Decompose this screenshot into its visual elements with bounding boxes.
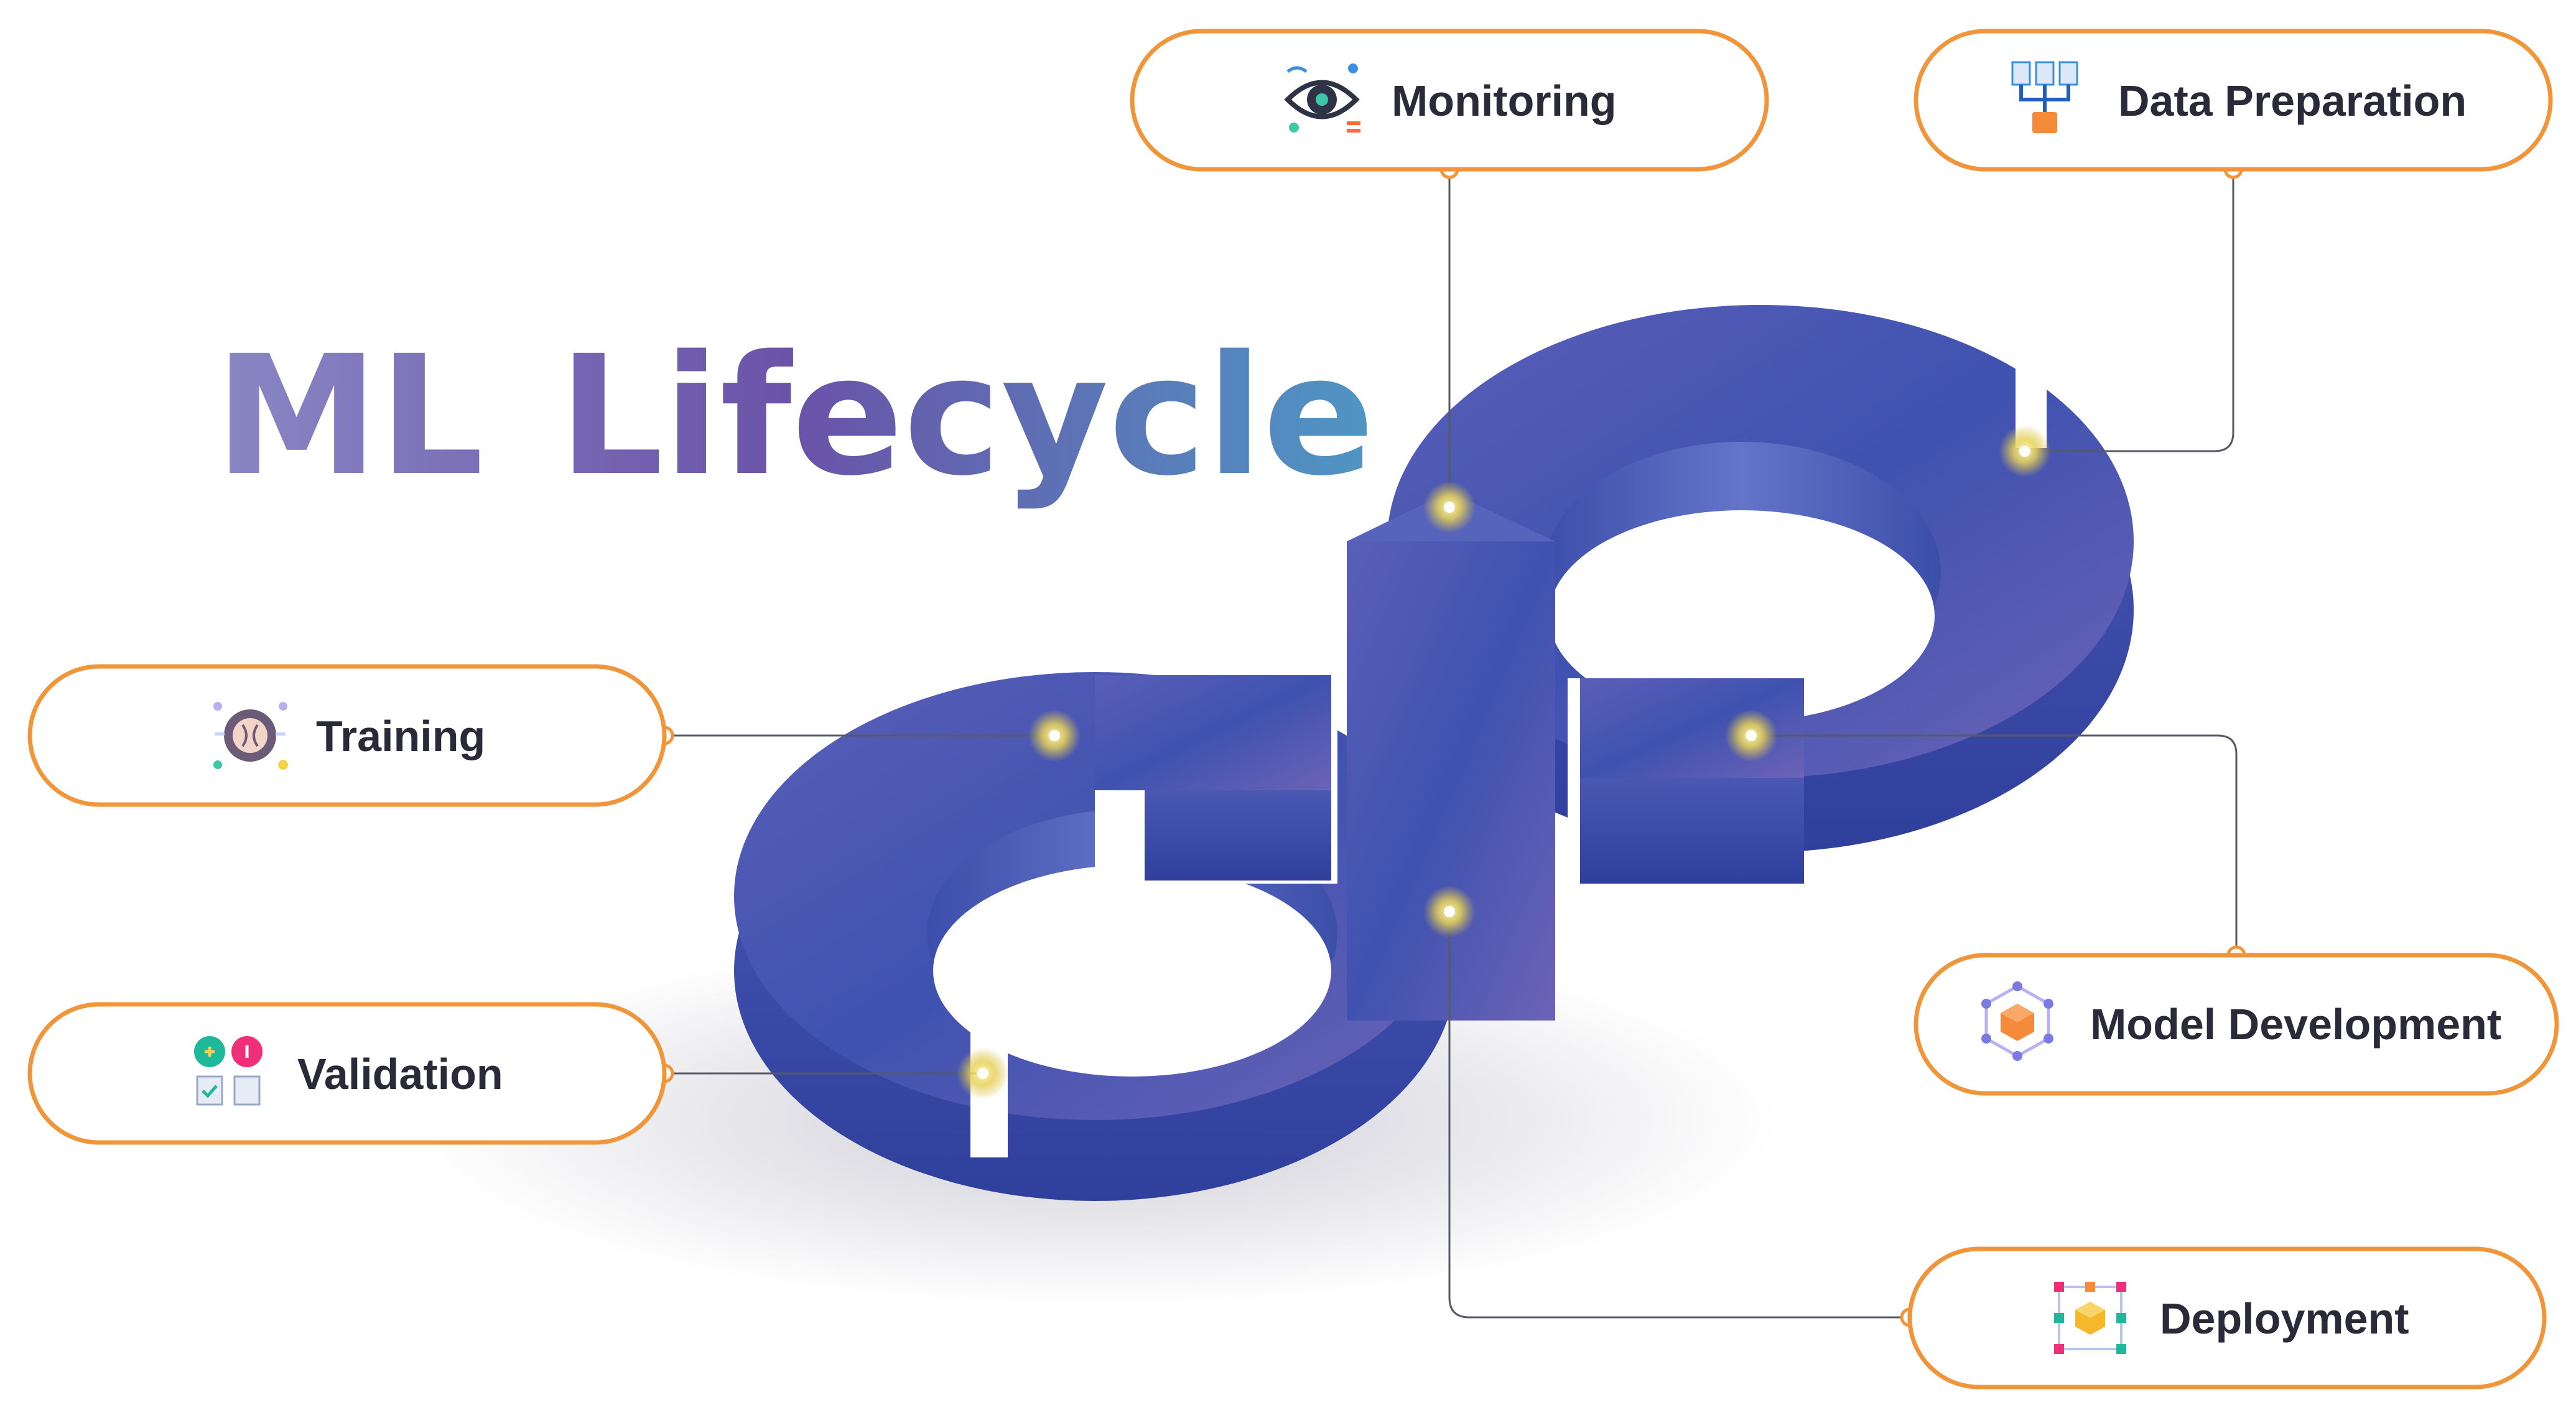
glow-core-data-preparation <box>2019 446 2030 457</box>
stage-label-training: Training <box>316 712 485 760</box>
stage-training: Training <box>27 664 667 807</box>
cube-grid-icon <box>2054 1282 2126 1354</box>
pill-training <box>27 664 667 807</box>
title-part-ml: ML <box>215 320 484 512</box>
stage-data-preparation: Data Preparation <box>1913 29 2553 172</box>
pill-deployment <box>1907 1246 2547 1390</box>
left-arrow-side <box>1145 790 1331 881</box>
infinity-loop-graphic <box>411 305 2134 1307</box>
right-loop-hole <box>1549 510 1935 722</box>
data-flow-icon <box>2011 61 2078 133</box>
glow-core-validation <box>977 1068 988 1079</box>
eye-icon <box>1284 63 1360 133</box>
left-loop-hole <box>933 865 1331 1077</box>
left-arrow-top <box>1095 675 1331 790</box>
loop-glow-points <box>957 425 2051 1100</box>
connector-deployment <box>1448 912 1910 1319</box>
diagram-title: ML Lifecycle <box>215 320 1375 512</box>
stage-label-monitoring: Monitoring <box>1392 77 1617 125</box>
stage-label-model-development: Model Development <box>2090 1000 2501 1049</box>
pill-validation <box>27 1002 667 1145</box>
glow-core-deployment <box>1444 906 1455 917</box>
stage-model-development: Model Development <box>1913 953 2559 1096</box>
title-part-lifecycle: Lifecycle <box>559 320 1375 512</box>
stage-label-deployment: Deployment <box>2160 1294 2409 1343</box>
glow-core-training <box>1049 730 1060 741</box>
stage-validation: Validation <box>27 1002 667 1145</box>
glow-core-model-development <box>1746 730 1757 741</box>
stage-monitoring: Monitoring <box>1130 29 1769 172</box>
cube-network-icon <box>1981 981 2053 1061</box>
connector-model-development <box>1751 734 2238 955</box>
pill-model-development <box>1913 953 2559 1096</box>
stage-label-data-preparation: Data Preparation <box>2118 77 2467 125</box>
stage-label-validation: Validation <box>297 1050 503 1098</box>
right-arrow-side <box>1580 778 1804 884</box>
connector-data-preparation <box>2025 169 2234 452</box>
checklist-icon <box>194 1036 263 1106</box>
brain-network-icon <box>213 702 288 770</box>
pill-monitoring <box>1130 29 1769 172</box>
stage-deployment: Deployment <box>1907 1246 2547 1390</box>
glow-core-monitoring <box>1444 502 1455 513</box>
center-crossing-band <box>1347 541 1555 1021</box>
